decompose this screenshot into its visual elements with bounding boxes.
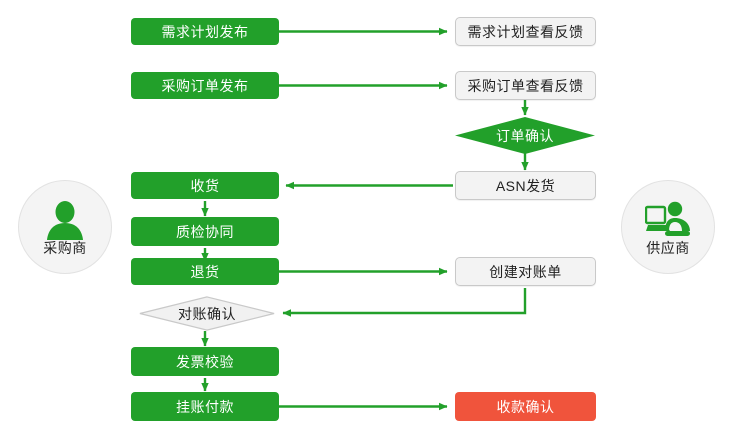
node-purchase-order-feedback[interactable]: 采购订单查看反馈: [455, 71, 596, 100]
node-demand-plan-publish-label: 需求计划发布: [161, 23, 249, 40]
person-at-computer-icon: [645, 201, 690, 236]
node-receipt-confirm[interactable]: 收款确认: [455, 392, 596, 421]
node-asn-shipment[interactable]: ASN发货: [455, 171, 596, 200]
node-invoice-check[interactable]: 发票校验: [131, 347, 279, 376]
node-quality-collab-label: 质检协同: [176, 223, 234, 240]
diamond-shape-order-confirm: [455, 117, 595, 154]
node-demand-plan-publish[interactable]: 需求计划发布: [131, 18, 279, 45]
node-create-statement[interactable]: 创建对账单: [455, 257, 596, 286]
node-purchase-order-feedback-label: 采购订单查看反馈: [467, 77, 584, 94]
actor-buyer-label: 采购商: [43, 239, 87, 256]
person-icon: [47, 200, 83, 240]
node-create-statement-label: 创建对账单: [489, 263, 562, 280]
connector-statement-to-confirm: [282, 288, 527, 317]
node-order-confirm-label: 订单确认: [496, 127, 554, 144]
node-purchase-order-publish[interactable]: 采购订单发布: [131, 72, 279, 99]
node-receipt-confirm-label: 收款确认: [496, 398, 555, 415]
node-payable-payment-label: 挂账付款: [176, 398, 234, 415]
actor-supplier-label: 供应商: [646, 239, 690, 256]
node-purchase-order-publish-label: 采购订单发布: [161, 77, 249, 94]
node-receive-goods[interactable]: 收货: [131, 172, 279, 199]
actor-supplier: 供应商: [621, 180, 715, 274]
node-receive-goods-label: 收货: [190, 177, 220, 194]
node-demand-plan-feedback[interactable]: 需求计划查看反馈: [455, 17, 596, 46]
node-quality-collab[interactable]: 质检协同: [131, 217, 279, 246]
node-statement-confirm-label: 对账确认: [178, 305, 236, 322]
node-return-goods-label: 退货: [190, 263, 220, 280]
node-demand-plan-feedback-label: 需求计划查看反馈: [467, 23, 584, 40]
node-payable-payment[interactable]: 挂账付款: [131, 392, 279, 421]
node-return-goods[interactable]: 退货: [131, 258, 279, 285]
node-order-confirm[interactable]: 订单确认: [455, 117, 595, 154]
node-invoice-check-label: 发票校验: [176, 353, 234, 370]
node-asn-shipment-label: ASN发货: [495, 177, 556, 194]
actor-buyer: 采购商: [18, 180, 112, 274]
diamond-shape-statement-confirm: [139, 296, 275, 331]
node-statement-confirm[interactable]: 对账确认: [139, 296, 275, 331]
